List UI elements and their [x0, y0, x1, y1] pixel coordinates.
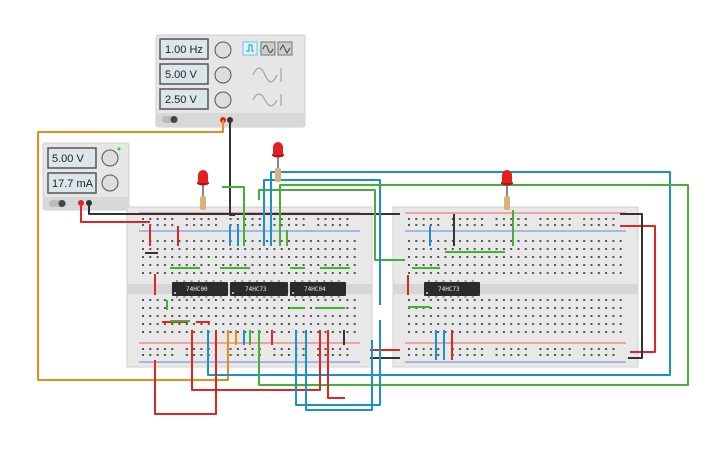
wire[interactable]: [229, 120, 235, 216]
current-knob[interactable]: [101, 174, 119, 192]
voltage-knob[interactable]: [101, 149, 119, 167]
amplitude-icon: [252, 67, 282, 83]
wire[interactable]: [295, 320, 381, 406]
breadboard-holes[interactable]: [408, 218, 622, 356]
ic-chip[interactable]: [290, 280, 346, 298]
wire[interactable]: [305, 330, 373, 411]
svg-text:2.50 V: 2.50 V: [165, 94, 197, 106]
wire[interactable]: [154, 330, 217, 415]
voltage-display: 5.00 V: [47, 147, 97, 169]
frequency-knob[interactable]: [214, 41, 232, 59]
wire[interactable]: [327, 330, 345, 399]
ic-chip[interactable]: [424, 280, 480, 298]
offset-knob[interactable]: [214, 91, 232, 109]
wire[interactable]: [207, 171, 671, 376]
wire[interactable]: [258, 184, 689, 386]
wire[interactable]: [80, 203, 150, 223]
svg-text:5.00 V: 5.00 V: [52, 153, 84, 165]
offset-display: 2.50 V: [159, 88, 209, 110]
chip-74hc73-right-label: 74HC73: [438, 286, 460, 293]
chip-74hc04-label: 74HC04: [304, 286, 326, 293]
ic-chip[interactable]: [230, 280, 288, 298]
amplitude-display: 5.00 V: [159, 63, 209, 85]
svg-text:1.00 Hz: 1.00 Hz: [165, 44, 203, 56]
triangle-wave-button[interactable]: [277, 41, 293, 56]
wire[interactable]: [222, 186, 245, 246]
wire[interactable]: [191, 330, 321, 391]
resistor: [200, 196, 206, 210]
red-led[interactable]: [272, 142, 284, 182]
wire[interactable]: [263, 179, 381, 305]
ic-chip[interactable]: [172, 280, 228, 298]
power-supply[interactable]: 5.00 V 17.7 mA: [42, 142, 130, 211]
sine-wave-button[interactable]: [260, 41, 276, 56]
red-led[interactable]: [501, 170, 513, 210]
resistor: [504, 196, 510, 210]
chip-74hc00-label: 74HC00: [186, 286, 208, 293]
wire[interactable]: [258, 189, 405, 261]
function-generator[interactable]: 1.00 Hz 5.00 V 2.50 V: [155, 34, 306, 128]
chip-74hc73-label: 74HC73: [245, 286, 267, 293]
frequency-display: 1.00 Hz: [159, 38, 209, 60]
svg-text:5.00 V: 5.00 V: [165, 69, 197, 81]
square-wave-button[interactable]: [242, 41, 258, 56]
svg-text:17.7 mA: 17.7 mA: [52, 178, 94, 190]
red-led[interactable]: [197, 170, 209, 210]
wire[interactable]: [620, 213, 643, 359]
wire[interactable]: [37, 120, 229, 381]
offset-icon: [252, 93, 282, 107]
resistor: [275, 168, 281, 182]
cv-indicator-icon: [117, 147, 121, 151]
amplitude-knob[interactable]: [214, 66, 232, 84]
breadboard-holes[interactable]: [142, 218, 356, 356]
current-display: 17.7 mA: [47, 172, 97, 194]
